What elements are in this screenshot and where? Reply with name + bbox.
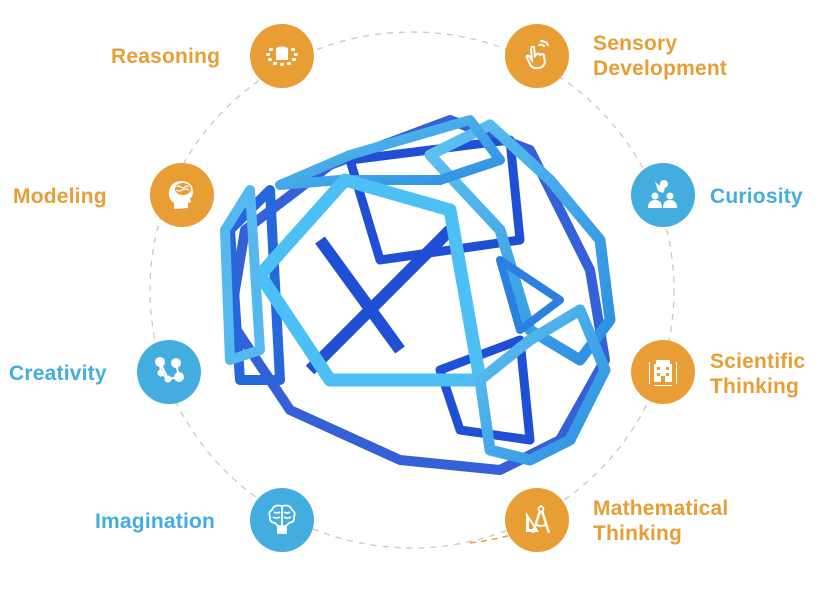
magnetic-tile-dome-image bbox=[220, 115, 616, 475]
mathematical-thinking-badge bbox=[505, 488, 569, 552]
group-raised-hand-icon bbox=[648, 180, 677, 208]
skill-label-line2: Thinking bbox=[710, 375, 800, 398]
skill-label-line1: Sensory bbox=[593, 32, 678, 55]
modeling-badge bbox=[150, 163, 214, 227]
skill-label-creativity: Creativity bbox=[9, 362, 107, 385]
skill-label-line1: Mathematical bbox=[593, 497, 729, 520]
skill-label-scientific-thinking: Scientific Thinking bbox=[710, 349, 805, 399]
creativity-badge bbox=[137, 340, 201, 404]
head-brain-icon bbox=[168, 181, 193, 209]
curiosity-badge bbox=[631, 163, 695, 227]
skill-label-line1: Scientific bbox=[710, 350, 806, 373]
sensory-development-badge bbox=[505, 24, 569, 88]
imagination-badge bbox=[250, 488, 314, 552]
skill-label-modeling: Modeling bbox=[13, 185, 107, 208]
building-measure-icon bbox=[649, 360, 677, 386]
skill-label-line2: Development bbox=[593, 57, 728, 80]
touch-hand-icon bbox=[525, 40, 549, 69]
rotating-cylinder-icon bbox=[266, 46, 298, 66]
skill-label-reasoning: Reasoning bbox=[111, 45, 221, 68]
brain-lightbulb-icon bbox=[268, 504, 296, 534]
skill-label-imagination: Imagination bbox=[95, 510, 216, 533]
skill-label-mathematical-thinking: Mathematical Thinking bbox=[593, 496, 728, 546]
scientific-thinking-badge bbox=[631, 340, 695, 404]
compass-ruler-icon bbox=[526, 505, 551, 534]
skill-label-sensory-development: Sensory Development bbox=[593, 31, 727, 81]
skill-label-line2: Thinking bbox=[593, 522, 683, 545]
skill-label-curiosity: Curiosity bbox=[710, 185, 803, 208]
reasoning-badge bbox=[250, 24, 314, 88]
network-nodes-icon bbox=[155, 357, 184, 383]
